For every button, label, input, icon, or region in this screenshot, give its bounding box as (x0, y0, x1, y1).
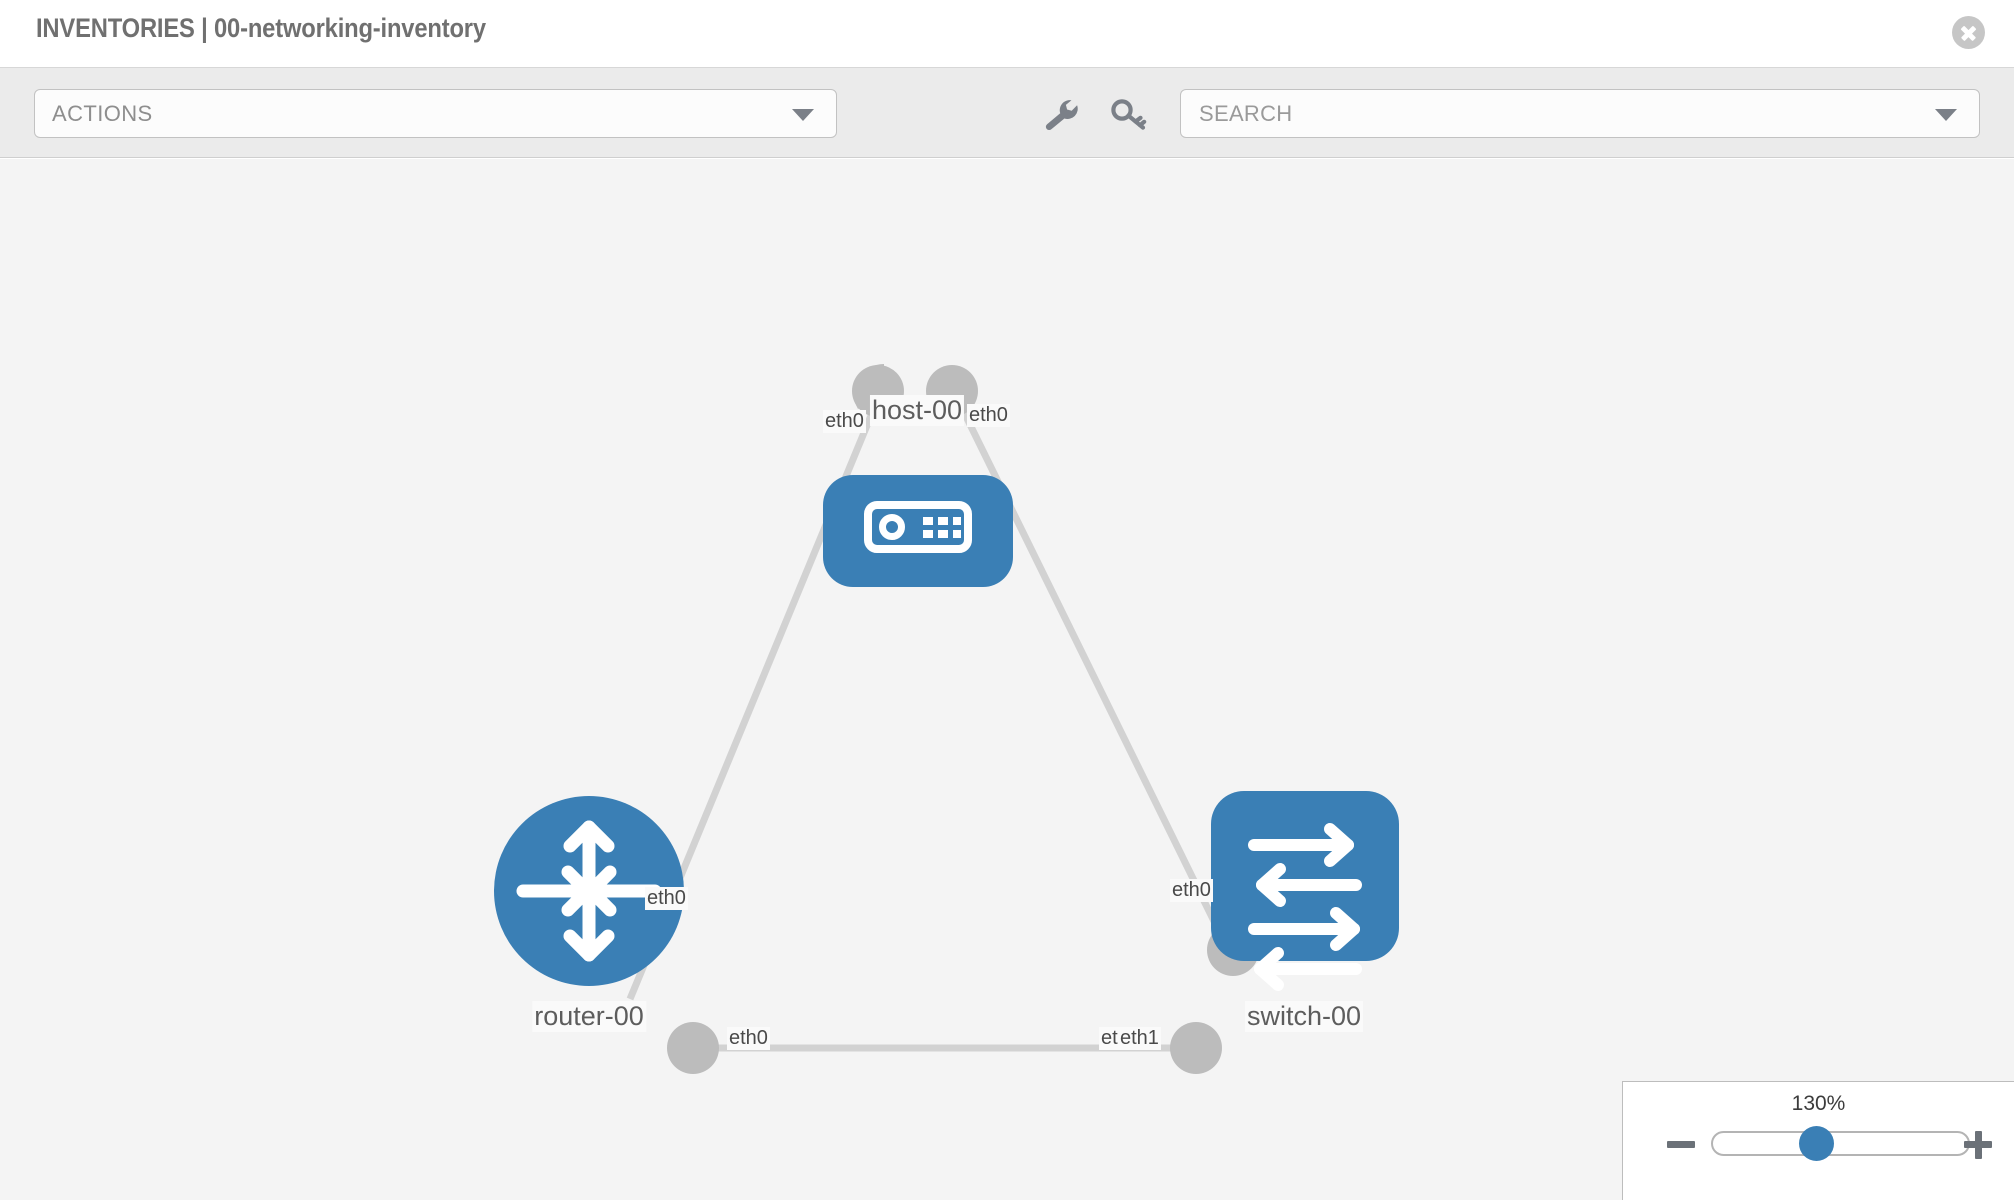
node-switch-00[interactable] (1211, 791, 1399, 991)
node-host-00[interactable] (823, 475, 1013, 587)
close-icon[interactable] (1952, 16, 1985, 49)
node-router-00[interactable] (494, 796, 684, 986)
node-label-switch-00: switch-00 (1244, 1001, 1364, 1032)
search-input[interactable]: SEARCH (1180, 89, 1980, 138)
switch-arrows-icon (1248, 823, 1362, 991)
chevron-down-icon (792, 109, 814, 121)
iface-label-router-up: eth0 (645, 887, 688, 910)
zoom-slider-thumb[interactable] (1799, 1126, 1834, 1161)
toolbar: ACTIONS SEARCH (0, 68, 2014, 158)
search-placeholder: SEARCH (1199, 101, 1293, 126)
topology-graph (494, 364, 1399, 1074)
page-header: INVENTORIES | 00-networking-inventory (0, 0, 2014, 68)
actions-dropdown[interactable]: ACTIONS (34, 89, 837, 138)
node-label-host-00: host-00 (869, 395, 965, 426)
iface-label-router-right: eth0 (727, 1027, 770, 1050)
topology-canvas[interactable]: host-00 router-00 switch-00 eth0 eth0 et… (0, 159, 2014, 1200)
zoom-in-button[interactable] (1964, 1130, 1992, 1159)
actions-dropdown-label: ACTIONS (52, 101, 153, 126)
iface-label-host-left: eth0 (823, 410, 866, 433)
chevron-down-icon[interactable] (1935, 109, 1957, 121)
iface-label-switch-up: eth0 (1170, 879, 1213, 902)
zoom-out-button[interactable] (1667, 1130, 1695, 1158)
wrench-icon[interactable] (1041, 96, 1079, 132)
key-icon[interactable] (1110, 96, 1148, 132)
router-arrows-icon (516, 820, 662, 962)
node-label-router-00: router-00 (532, 1001, 646, 1032)
port-switch-left (1170, 1022, 1222, 1074)
iface-label-switch-left: eth1 (1118, 1027, 1161, 1050)
zoom-level-label: 130% (1791, 1092, 1846, 1115)
zoom-slider-track[interactable] (1711, 1131, 1970, 1156)
port-router-right (667, 1022, 719, 1074)
zoom-control-panel: 130% (1622, 1081, 2014, 1200)
iface-label-host-right: eth0 (967, 404, 1010, 427)
page-title: INVENTORIES | 00-networking-inventory (36, 13, 486, 43)
server-icon (864, 501, 972, 553)
